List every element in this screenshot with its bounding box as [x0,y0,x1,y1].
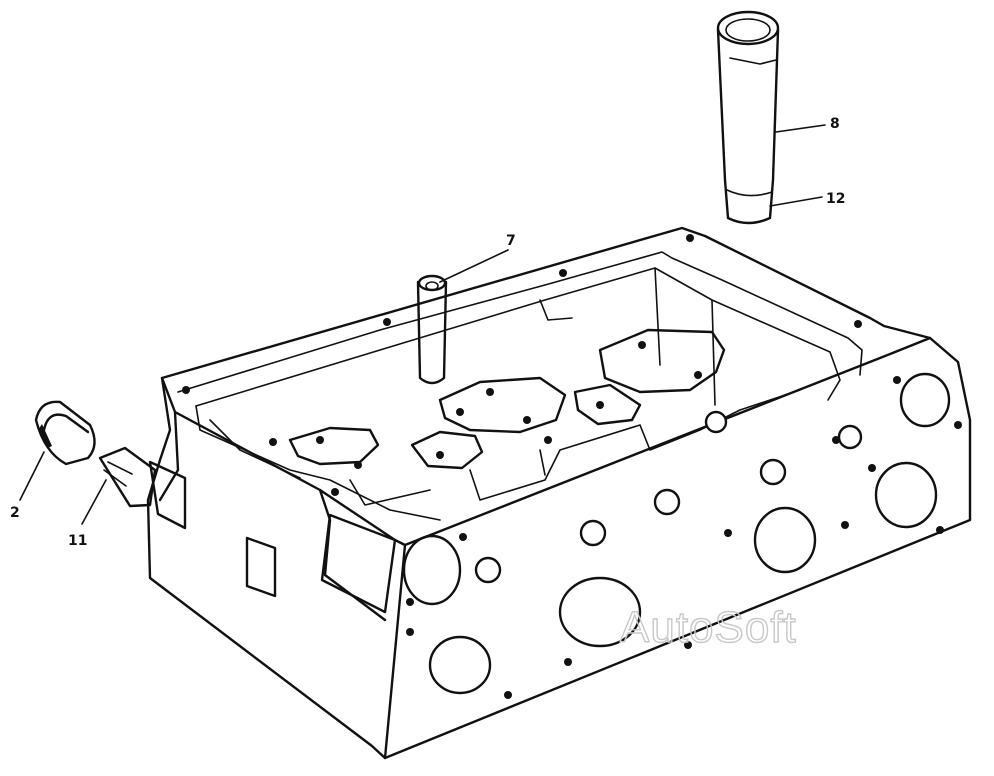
callout-label-7: 7 [506,233,516,249]
callout-label-11: 11 [68,533,87,549]
part-2-plug [34,400,96,466]
part-11-stub [98,446,157,508]
part-7-guide [416,274,448,385]
watermark-text: AutoSoft [620,603,797,652]
callout-label-8: 8 [830,116,840,132]
callout-label-12: 12 [826,191,845,207]
leader-lines [19,124,826,525]
cylinder-head-block [146,226,972,760]
part-8-sleeve [716,10,780,225]
callout-label-2: 2 [10,505,20,521]
